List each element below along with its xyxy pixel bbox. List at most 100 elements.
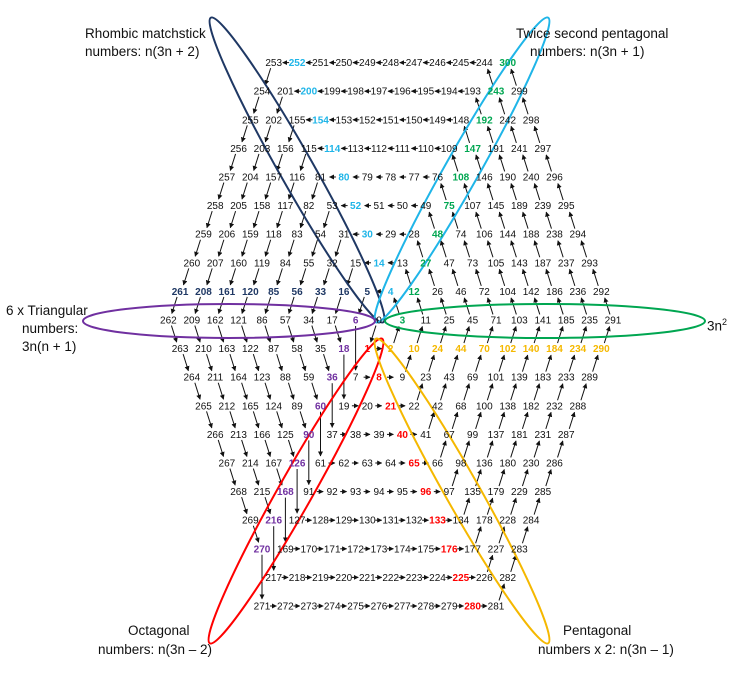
spiral-number: 158 (254, 201, 271, 212)
spiral-number: 48 (432, 230, 444, 241)
spiral-arrow (311, 296, 318, 314)
spiral-arrow (533, 183, 541, 201)
spiral-arrow (287, 239, 295, 257)
spiral-arrow (474, 154, 482, 172)
spiral-number: 133 (429, 516, 446, 527)
spiral-number: 73 (467, 258, 479, 269)
spiral-number: 187 (534, 258, 551, 269)
spiral-number: 232 (546, 401, 563, 412)
spiral-arrow (463, 240, 471, 258)
spiral-arrow (404, 268, 412, 286)
spiral-number: 56 (292, 287, 304, 298)
spiral-number: 67 (444, 430, 456, 441)
spiral-arrow (533, 125, 541, 143)
spiral-number: 189 (511, 201, 528, 212)
spiral-arrow (545, 154, 552, 172)
spiral-number: 43 (444, 373, 456, 384)
triangular-label-line1: 6 x Triangular (6, 303, 88, 318)
spiral-number: 221 (359, 573, 376, 584)
spiral-arrow (416, 297, 424, 315)
spiral-arrow (393, 326, 401, 344)
spiral-arrow (229, 468, 237, 486)
spiral-arrow (439, 183, 447, 201)
spiral-number: 273 (300, 602, 317, 613)
spiral-number: 1 (365, 344, 371, 355)
rhombic-label-line2: numbers: n(3n + 2) (85, 44, 200, 59)
spiral-number: 65 (409, 459, 421, 470)
spiral-number: 90 (303, 430, 315, 441)
spiral-arrow (252, 268, 260, 286)
spiral-arrow (229, 354, 237, 372)
spiral-arrow (299, 354, 307, 372)
spiral-number: 168 (277, 487, 294, 498)
spiral-number: 105 (488, 258, 505, 269)
spiral-number: 162 (207, 316, 224, 327)
spiral-arrow (264, 182, 272, 200)
spiral-number: 101 (488, 373, 505, 384)
pentagonal-label-line1: Pentagonal (563, 623, 632, 638)
spiral-number: 54 (315, 230, 327, 241)
spiral-arrow (451, 154, 459, 172)
spiral-number: 212 (219, 401, 236, 412)
spiral-number: 277 (394, 602, 411, 613)
spiral-number: 195 (417, 87, 434, 98)
pentagonal-label-line2: numbers x 2: n(3n – 1) (538, 642, 674, 657)
spiral-number: 192 (476, 115, 493, 126)
spiral-number: 31 (338, 230, 350, 241)
spiral-arrow (510, 183, 517, 201)
spiral-number: 118 (266, 230, 282, 241)
spiral-arrow (580, 326, 588, 344)
spiral-arrow (194, 239, 201, 257)
spiral-number: 136 (476, 459, 493, 470)
spiral-number: 18 (338, 344, 350, 355)
spiral-arrow (240, 182, 248, 200)
spiral-arrow (533, 240, 541, 258)
spiral-arrow (299, 411, 307, 429)
spiral-number: 194 (441, 87, 458, 98)
spiral-number: 186 (546, 287, 563, 298)
spiral-number: 17 (327, 316, 339, 327)
spiral-arrow (439, 240, 447, 258)
spiral-number: 216 (265, 516, 282, 527)
spiral-number: 161 (219, 287, 236, 298)
spiral-arrow (545, 354, 553, 372)
spiral-arrow (556, 183, 564, 201)
spiral-number: 253 (265, 58, 282, 69)
spiral-number: 295 (558, 201, 575, 212)
spiral-arrow (217, 296, 225, 314)
spiral-number: 297 (534, 144, 551, 155)
spiral-arrow (241, 382, 248, 400)
spiral-number: 72 (479, 287, 491, 298)
spiral-number: 4 (388, 287, 394, 298)
spiral-arrow (264, 125, 272, 143)
spiral-arrow (498, 469, 506, 487)
spiral-number: 262 (160, 316, 177, 327)
spiral-number: 144 (499, 230, 516, 241)
spiral-number: 155 (289, 115, 306, 126)
spiral-number: 153 (336, 115, 353, 126)
spiral-number: 69 (467, 373, 479, 384)
spiral-number: 141 (534, 316, 551, 327)
spiral-number: 10 (409, 344, 421, 355)
spiral-number: 142 (523, 287, 540, 298)
octagonal-label-line2: numbers: n(3n – 2) (98, 642, 213, 657)
spiral-number: 166 (254, 430, 271, 441)
spiral-arrow (276, 411, 284, 429)
spiral-number: 177 (464, 544, 481, 555)
spiral-number: 82 (303, 201, 315, 212)
spiral-arrow (357, 296, 365, 314)
spiral-arrow (206, 411, 213, 429)
spiral-arrow (557, 440, 564, 458)
spiral-arrow (603, 326, 611, 344)
spiral-arrow (533, 326, 541, 344)
spiral-number: 0 (376, 316, 382, 327)
spiral-arrow (498, 583, 506, 601)
spiral-arrow (428, 354, 436, 372)
spiral-number: 274 (324, 602, 341, 613)
spiral-arrow (498, 268, 506, 286)
spiral-number: 182 (523, 401, 540, 412)
spiral-number: 138 (499, 401, 516, 412)
spiral-arrow (556, 240, 564, 258)
spiral-number: 173 (371, 544, 388, 555)
